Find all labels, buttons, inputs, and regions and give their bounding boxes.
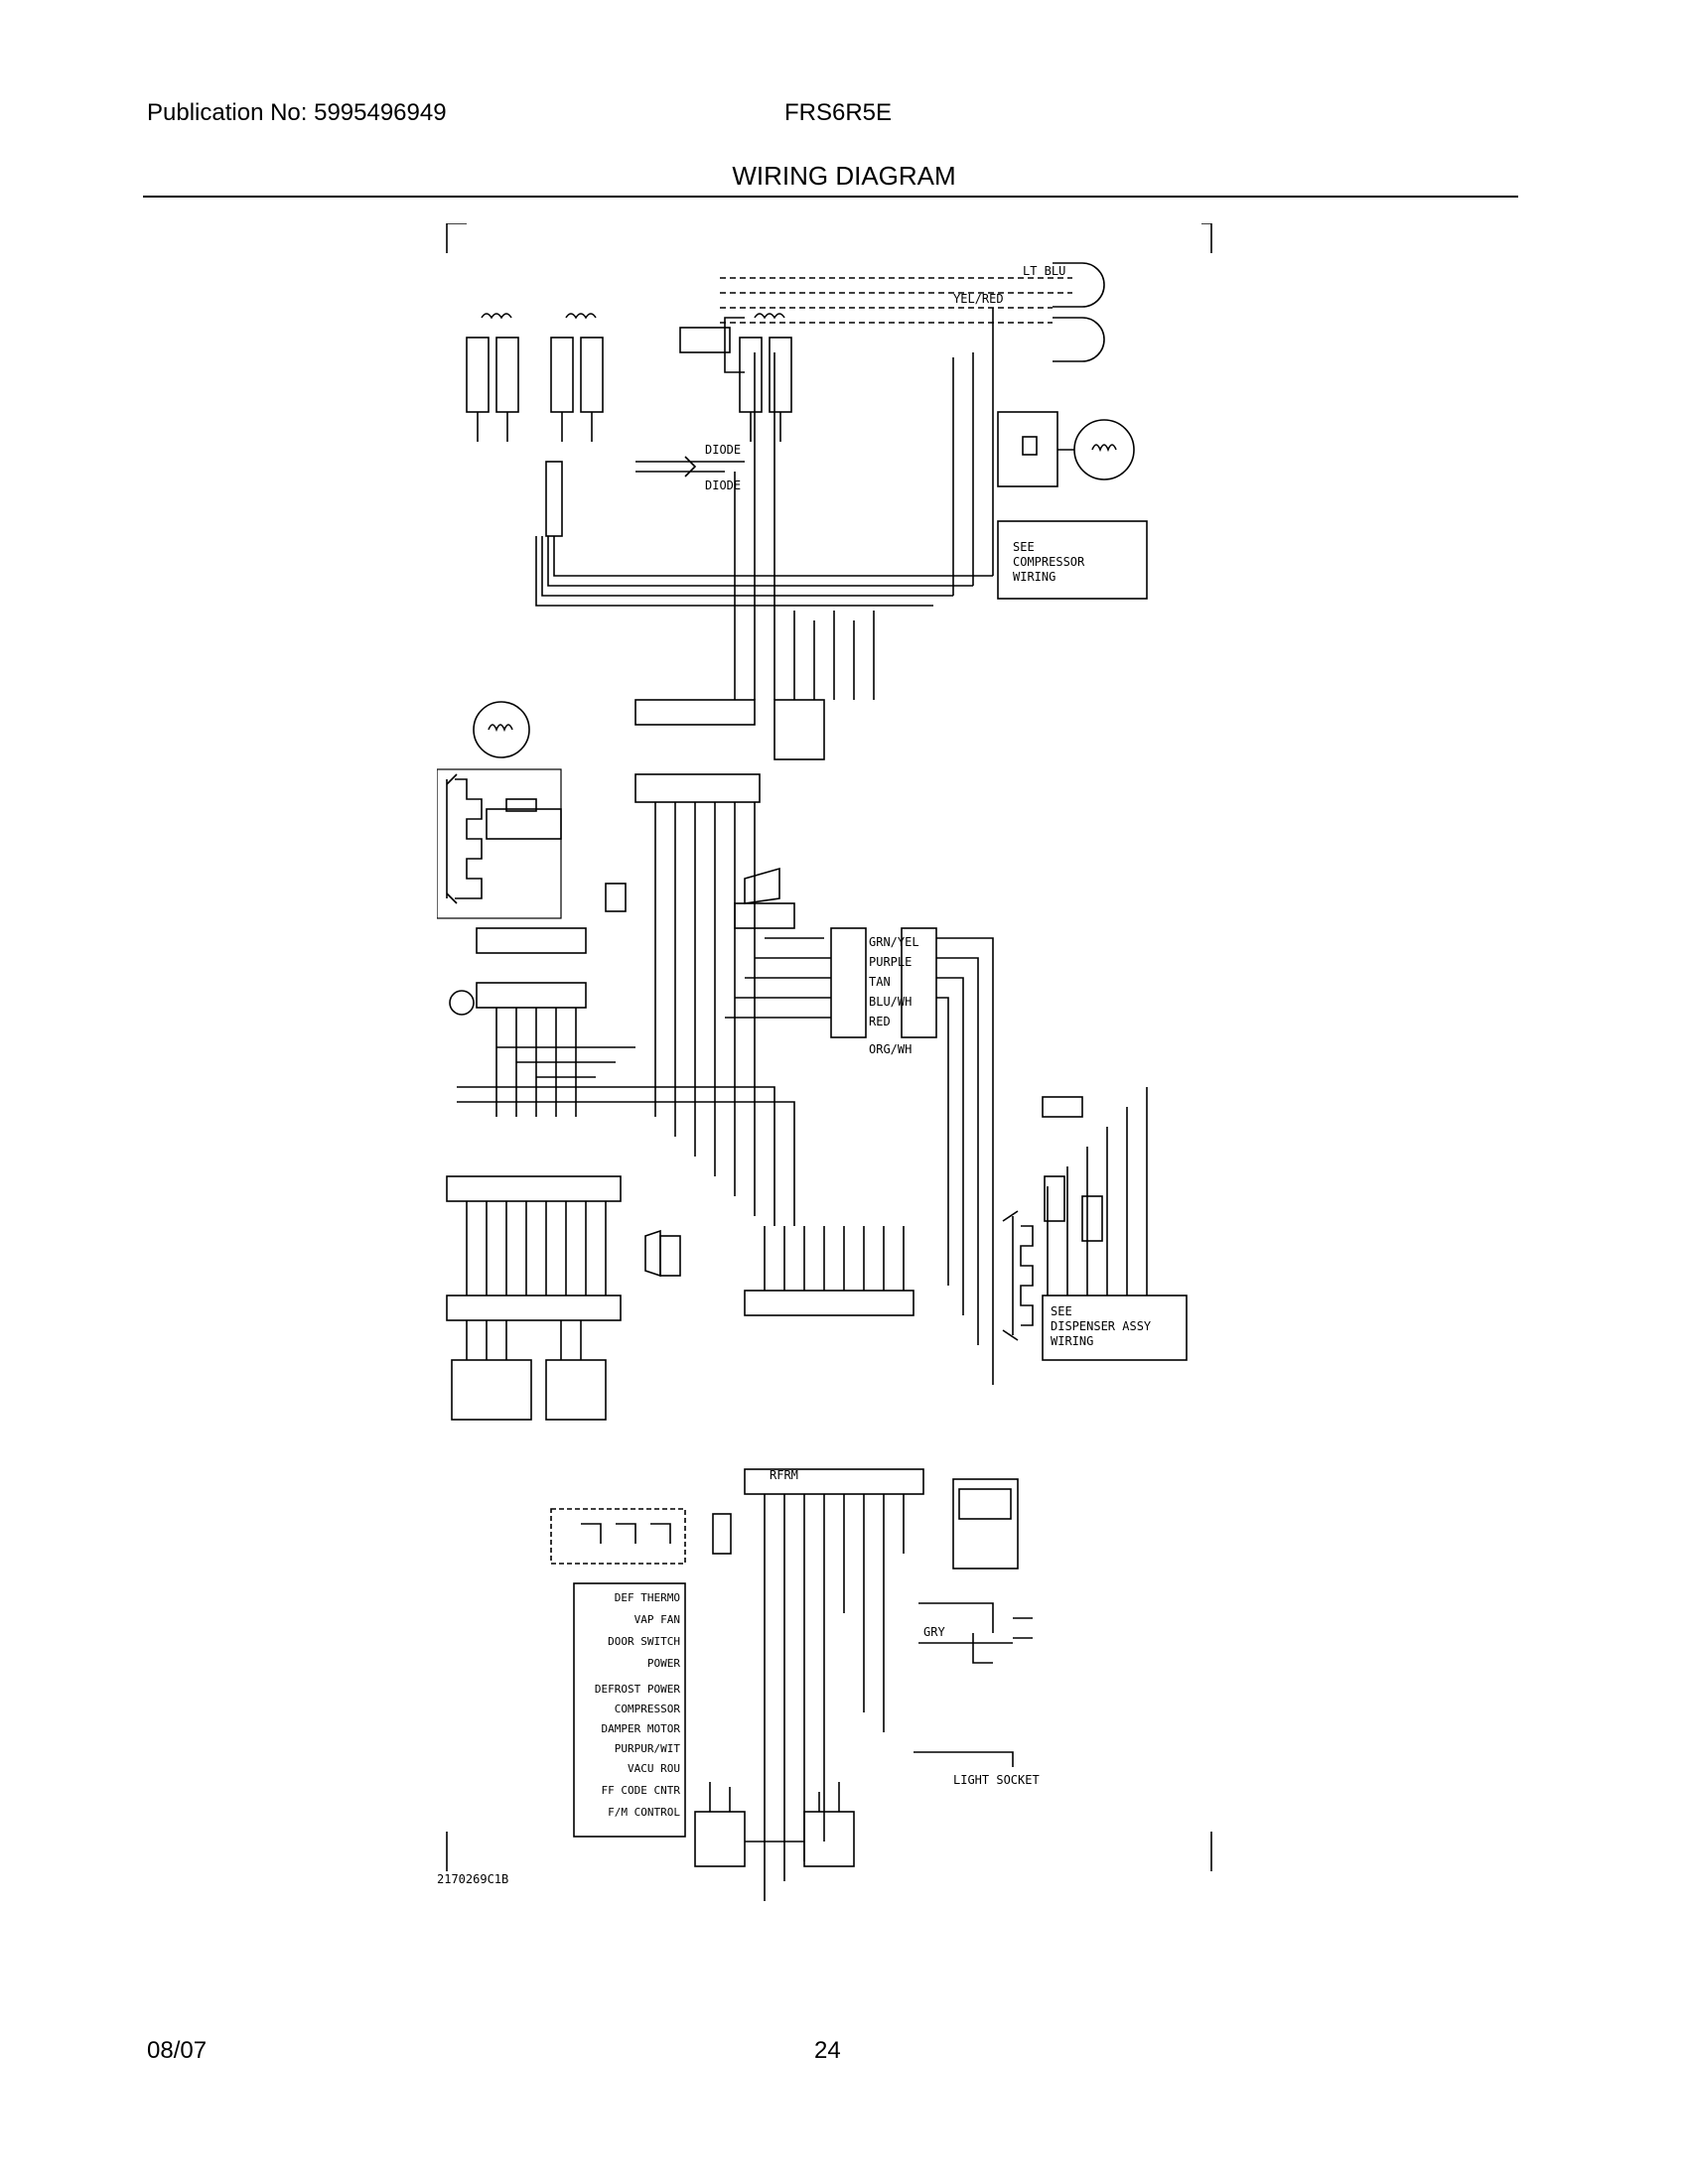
label-grn-yel: GRN/YEL [869,935,919,949]
freezer-control [694,1811,746,1867]
diode-resistor [545,461,563,537]
label-dispenser-1: SEE [1051,1304,1072,1318]
header-rule [143,196,1518,198]
condenser-fan-plug [997,411,1058,487]
terminal-1: VAP FAN [634,1613,680,1626]
label-compressor-box-1: SEE [1013,540,1035,554]
control-board-terminals: DEF THERMO VAP FAN DOOR SWITCH POWER DEF… [595,1591,680,1819]
label-rfrm: RFRM [770,1468,798,1482]
damper-motor-leads [1013,1617,1033,1639]
page-number: 24 [814,2037,841,2064]
label-red: RED [869,1015,891,1028]
terminal-9: FF CODE CNTR [602,1784,681,1797]
label-lt-blu: LT BLU [1023,264,1065,278]
footer-date: 08/07 [147,2037,208,2064]
label-yel-red: YEL/RED [953,292,1004,306]
compressor-wiring-box [997,520,1148,600]
page-title: WIRING DIAGRAM [732,161,956,191]
terminal-7: PURPUR/WIT [615,1742,681,1755]
harness-connector-1 [476,927,587,954]
damper-switch [952,1478,1019,1570]
main-control-board [573,1582,686,1838]
valve-3 [739,313,792,442]
ground-screw-1 [449,990,475,1016]
label-dispenser-3: WIRING [1051,1334,1093,1348]
terminal-6: DAMPER MOTOR [602,1722,681,1735]
light-switch [744,867,780,904]
defrost-thermostat [605,883,627,912]
heater-loop-2 [1053,317,1105,362]
wire-bundle-upper [535,308,994,700]
terminal-8: VACU ROU [628,1762,680,1775]
light-socket-leads [914,1751,1014,1767]
relay-overload [550,1508,686,1565]
label-diode-bottom: DIODE [705,478,741,492]
label-blu-wh: BLU/WH [869,995,912,1009]
label-compressor-box-2: COMPRESSOR [1013,555,1085,569]
connector-block-a [634,699,756,726]
label-diode-top: DIODE [705,443,741,457]
mullion-heater [720,277,1072,324]
dispenser-wiring-box [1042,1295,1188,1361]
refrigerator-light-switch [644,1229,661,1278]
wire-bundle-middle [457,802,994,1385]
frame-corner-tr [1201,223,1212,253]
label-gry: GRY [923,1625,945,1639]
terminal-0: DEF THERMO [615,1591,680,1604]
connector-block-b [774,699,825,760]
label-code: 2170269C1B [437,1872,508,1886]
label-org-wh: ORG/WH [869,1042,912,1056]
label-compressor-box-3: WIRING [1013,570,1055,584]
condenser-fan-motor [1073,419,1135,480]
terminal-5: COMPRESSOR [615,1703,681,1715]
dispenser-heater [1002,1210,1034,1341]
connector-right-1 [830,927,867,1038]
label-dispenser-2: DISPENSER ASSY [1051,1319,1152,1333]
auger-motor-module [451,1359,532,1421]
label-light-socket: LIGHT SOCKET [953,1773,1040,1787]
terminal-10: F/M CONTROL [608,1806,680,1819]
model-number: FRS6R5E [784,99,893,126]
harness-connector-4 [446,1295,622,1321]
label-purple: PURPLE [869,955,912,969]
connector-control-upper [744,1290,914,1316]
terminal-3: POWER [647,1657,680,1670]
harness-connector-2 [476,982,587,1009]
freezer-fan-motor [473,701,530,758]
frame-corner-tl [446,223,467,253]
connector-block-c [634,773,761,803]
fresh-food-control [803,1811,855,1867]
terminal-4: DEFROST POWER [595,1683,680,1696]
wiring-diagram: LT BLU YEL/RED DIODE DIODE SEE COMPRESSO… [437,223,1212,1901]
valve-1 [466,313,519,442]
valve-2 [550,313,604,442]
connector-right-2 [901,927,937,1038]
connector-control-lower [744,1468,924,1495]
label-tan: TAN [869,975,891,989]
publication-number: Publication No: 5995496949 [147,99,447,126]
terminal-2: DOOR SWITCH [608,1635,680,1648]
heater-loop-1 [1053,262,1105,308]
ice-maker-module [545,1359,607,1421]
harness-connector-3 [446,1175,622,1202]
connector-top [679,327,731,353]
evaporator-heater [446,778,483,899]
